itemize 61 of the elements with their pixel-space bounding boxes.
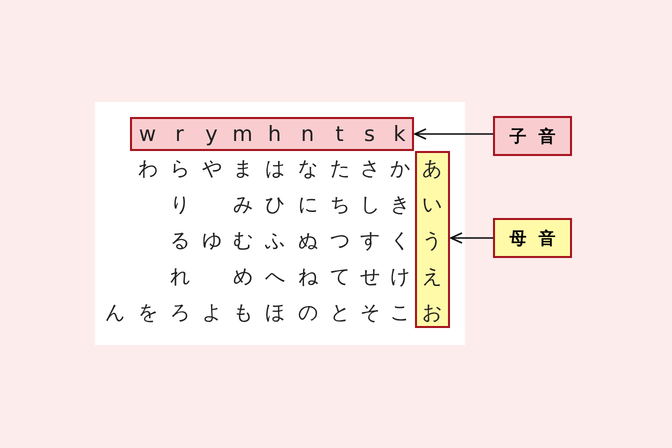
arrow [450, 232, 493, 244]
hiragana-character: は [264, 155, 286, 182]
vowel-character: あ [421, 154, 443, 182]
hiragana-character: ん [104, 299, 126, 326]
romaji-letter: k [392, 120, 407, 148]
hiragana-character: ぬ [297, 227, 319, 254]
romaji-letter: h [266, 120, 282, 148]
arrow [414, 128, 493, 140]
romaji-letter: n [300, 120, 316, 148]
hiragana-character: り [169, 191, 191, 218]
consonant-box [130, 117, 414, 151]
romaji-letter: y [204, 120, 219, 148]
hiragana-character: ひ [264, 191, 286, 218]
hiragana-character: こ [389, 299, 411, 326]
hiragana-character: れ [169, 263, 191, 290]
hiragana-character: つ [329, 227, 351, 254]
hiragana-character: よ [201, 299, 223, 326]
hiragana-character: き [389, 191, 411, 218]
hiragana-character: し [359, 191, 381, 218]
hiragana-character: へ [264, 263, 286, 290]
vowel-character: い [421, 190, 443, 218]
hiragana-character: せ [359, 263, 381, 290]
hiragana-character: み [232, 191, 254, 218]
hiragana-character: け [389, 263, 411, 290]
hiragana-character: ち [329, 191, 351, 218]
hiragana-character: と [329, 299, 351, 326]
hiragana-character: ま [232, 155, 254, 182]
hiragana-character: た [329, 155, 351, 182]
hiragana-character: む [232, 227, 254, 254]
hiragana-character: て [329, 263, 351, 290]
romaji-letter: m [231, 120, 254, 148]
hiragana-character: さ [359, 155, 381, 182]
hiragana-character: く [389, 227, 411, 254]
romaji-letter: r [174, 120, 185, 148]
consonant-label-box: 子音 [493, 116, 572, 156]
hiragana-character: ろ [169, 299, 191, 326]
hiragana-character: や [201, 155, 223, 182]
hiragana-character: る [169, 227, 191, 254]
vowel-label-box: 母音 [493, 218, 572, 258]
vowel-character: お [421, 298, 443, 326]
romaji-letter: t [334, 120, 345, 148]
hiragana-character: も [232, 299, 254, 326]
hiragana-character: な [297, 155, 319, 182]
hiragana-character: め [232, 263, 254, 290]
hiragana-character: ほ [264, 299, 286, 326]
hiragana-character: を [137, 299, 159, 326]
hiragana-character: の [297, 299, 319, 326]
hiragana-character: ね [297, 263, 319, 290]
vowel-character: え [421, 262, 443, 290]
hiragana-character: ら [169, 155, 191, 182]
hiragana-character: わ [137, 155, 159, 182]
vowel-character: う [421, 226, 443, 254]
romaji-letter: s [363, 120, 376, 148]
hiragana-character: に [297, 191, 319, 218]
hiragana-character: ふ [264, 227, 286, 254]
hiragana-character: ゆ [201, 227, 223, 254]
hiragana-character: か [389, 155, 411, 182]
hiragana-character: そ [359, 299, 381, 326]
romaji-letter: w [138, 120, 158, 148]
hiragana-character: す [359, 227, 381, 254]
vowel-box [415, 151, 450, 328]
